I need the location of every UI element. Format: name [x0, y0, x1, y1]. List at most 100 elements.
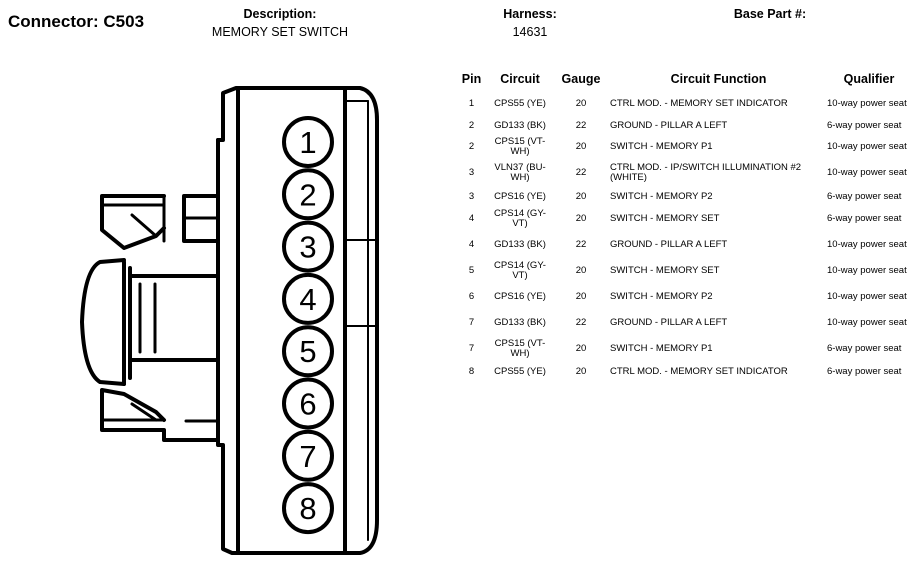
pin-cell: 1	[468, 98, 475, 109]
function-cell: SWITCH - MEMORY SET	[610, 213, 720, 224]
cavity-8-label: 8	[299, 491, 316, 526]
cavity-5-circle	[282, 325, 334, 378]
table-row: 2 CPS15 (VT-WH) 20 SWITCH - MEMORY P1 10-way…	[455, 135, 911, 159]
qualifier-cell: 10-way power seat	[827, 141, 907, 152]
cavity-1-circle	[282, 116, 334, 168]
cavity-7-label: 7	[299, 439, 316, 474]
cavity-8-circle	[282, 482, 334, 535]
cavity-7-circle	[282, 429, 334, 482]
function-cell: SWITCH - MEMORY SET	[610, 265, 720, 276]
description-label: Description:	[243, 7, 317, 21]
harness-value: 14631	[512, 25, 548, 39]
function-cell: GROUND - PILLAR A LEFT	[610, 317, 728, 328]
cavity-4-circle	[282, 272, 334, 325]
description-value: MEMORY SET SWITCH	[211, 25, 349, 39]
circuit-cell: CPS15 (VT-WH)	[494, 338, 546, 359]
cavity-3-label: 3	[299, 230, 316, 265]
pin-cell: 6	[468, 291, 475, 302]
gauge-cell: 22	[575, 119, 587, 131]
cavity-5-label: 5	[299, 334, 316, 369]
pinout-table: Pin Circuit Gauge Circuit Function Quali…	[455, 70, 911, 381]
harness-label: Harness:	[503, 7, 557, 21]
gauge-cell: 20	[575, 213, 587, 224]
qualifier-cell: 6-way power seat	[827, 365, 902, 377]
latch-band	[343, 86, 379, 555]
gauge-cell: 20	[575, 98, 587, 109]
left-arm	[100, 194, 166, 250]
pin-cell: 3	[468, 167, 475, 178]
circuit-cell: CPS14 (GY-VT)	[494, 260, 546, 281]
cavity-3-circle	[282, 220, 334, 273]
qualifier-cell: 10-way power seat	[827, 265, 907, 276]
pin-cell: 5	[468, 265, 475, 276]
function-column-header: Circuit Function	[670, 72, 767, 86]
qualifier-cell: 6-way power seat	[827, 119, 902, 131]
circuit-cell: CPS16 (YE)	[494, 190, 546, 202]
gauge-cell: 22	[575, 317, 587, 328]
table-row: 1 CPS55 (YE) 20 CTRL MOD. - MEMORY SET INDI…	[455, 92, 911, 116]
circuit-cell: CPS15 (VT-WH)	[494, 136, 546, 157]
housing-body	[236, 86, 347, 555]
qualifier-cell: 6-way power seat	[827, 190, 902, 202]
function-cell: CTRL MOD. - MEMORY SET INDICATOR	[610, 98, 788, 109]
circuit-cell: GD133 (BK)	[494, 317, 546, 328]
qualifier-cell: 10-way power seat	[827, 317, 907, 328]
cavity-4-label: 4	[299, 282, 316, 317]
pin-column-header: Pin	[461, 72, 482, 86]
function-cell: GROUND - PILLAR A LEFT	[610, 119, 728, 131]
pin-cell: 7	[468, 343, 475, 354]
table-row: 5 CPS14 (GY-VT) 20 SWITCH - MEMORY SET 10-wa…	[455, 258, 911, 284]
pin-cell: 8	[468, 365, 475, 377]
pin-cell: 7	[468, 317, 475, 328]
qualifier-cell: 6-way power seat	[827, 213, 902, 224]
circuit-cell: VLN37 (BU-WH)	[494, 162, 546, 183]
circuit-cell: CPS16 (YE)	[494, 291, 546, 302]
table-row: 8 CPS55 (YE) 20 CTRL MOD. - MEMORY SET INDI…	[455, 362, 911, 381]
function-cell: GROUND - PILLAR A LEFT	[610, 239, 728, 250]
circuit-cell: GD133 (BK)	[494, 119, 546, 131]
qualifier-cell: 10-way power seat	[827, 167, 907, 178]
gauge-column-header: Gauge	[561, 72, 601, 86]
cavity-1-label: 1	[299, 125, 316, 160]
table-row: 7 GD133 (BK) 22 GROUND - PILLAR A LEFT 10-wa…	[455, 310, 911, 336]
circuit-cell: GD133 (BK)	[494, 239, 546, 250]
function-cell: SWITCH - MEMORY P1	[610, 343, 713, 354]
gauge-cell: 20	[575, 291, 587, 302]
qualifier-cell: 10-way power seat	[827, 239, 907, 250]
circuit-cell: CPS55 (YE)	[494, 365, 546, 377]
gauge-cell: 20	[575, 141, 587, 152]
pin-cell: 2	[468, 141, 475, 152]
table-row: 4 GD133 (BK) 22 GROUND - PILLAR A LEFT 10-wa…	[455, 232, 911, 258]
circuit-column-header: Circuit	[500, 72, 540, 86]
cavity-6-label: 6	[299, 387, 316, 422]
connector-title: Connector: C503	[8, 12, 145, 31]
pin-cell: 4	[468, 239, 475, 250]
function-cell: CTRL MOD. - IP/SWITCH ILLUMINATION #2 (W…	[610, 162, 802, 183]
qualifier-cell: 10-way power seat	[827, 291, 907, 302]
circuit-cell: CPS14 (GY-VT)	[494, 208, 546, 229]
gauge-cell: 20	[575, 343, 587, 354]
top-clip	[182, 138, 220, 243]
circuit-cell: CPS55 (YE)	[494, 98, 546, 109]
table-row: 2 GD133 (BK) 22 GROUND - PILLAR A LEFT 6-way…	[455, 116, 911, 135]
qualifier-cell: 10-way power seat	[827, 98, 907, 109]
pin-cell: 4	[468, 213, 475, 224]
gauge-cell: 20	[575, 265, 587, 276]
table-row: 4 CPS14 (GY-VT) 20 SWITCH - MEMORY SET 6-way…	[455, 206, 911, 232]
cavity-2-label: 2	[299, 177, 316, 212]
housing-outline	[216, 86, 240, 555]
function-cell: SWITCH - MEMORY P1	[610, 141, 713, 152]
cavity-6-circle	[282, 377, 334, 430]
base-part-label: Base Part #:	[733, 7, 807, 21]
function-cell: CTRL MOD. - MEMORY SET INDICATOR	[610, 365, 788, 377]
pin-cell: 2	[468, 119, 475, 131]
gauge-cell: 20	[575, 190, 587, 202]
gauge-cell: 22	[575, 239, 587, 250]
gauge-cell: 20	[575, 365, 587, 377]
latch-tab	[80, 258, 126, 386]
